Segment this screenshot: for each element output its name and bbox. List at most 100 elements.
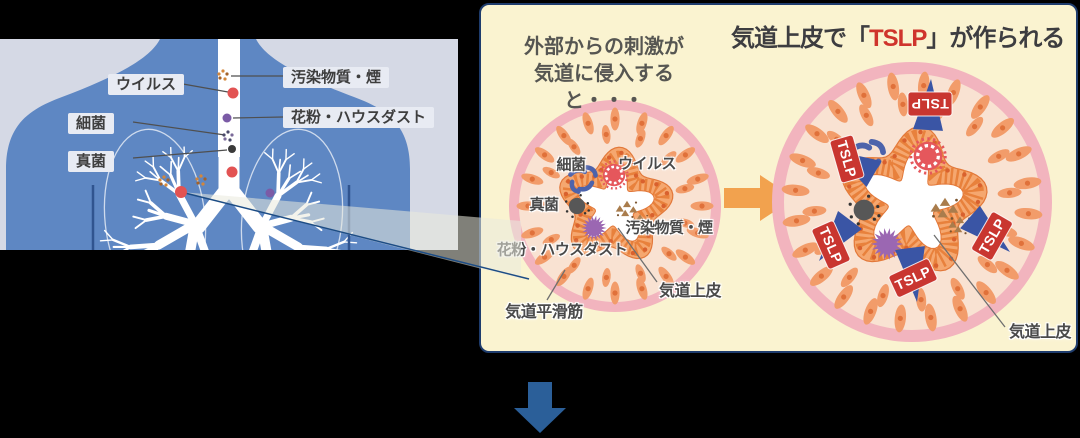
muscle-cell-icon	[602, 268, 611, 287]
muscle-cell-icon	[675, 218, 695, 228]
muscle-cell-icon	[924, 303, 937, 332]
virus-icon	[909, 137, 947, 175]
sc-fungus-label: 真菌	[529, 196, 559, 214]
bacteria-icon	[568, 165, 598, 194]
muscle-cell-icon	[897, 92, 909, 117]
lc-epithelium-label: 気道上皮	[1008, 324, 1072, 341]
muscle-cell-icon	[675, 184, 695, 194]
muscle-cell-icon	[533, 201, 553, 211]
tslp-tag: TSLP	[971, 211, 1013, 261]
pollen-label: 花粉・ハウスダスト	[283, 107, 435, 128]
pollutants-label: 汚染物質・煙	[283, 67, 390, 88]
muscle-cell-icon	[781, 184, 810, 197]
circle-label-lines	[546, 227, 1006, 328]
pathogens	[564, 160, 649, 241]
intro-line-1: 外部からの刺激が	[524, 36, 684, 58]
muscle-cell-icon	[658, 125, 674, 146]
muscle-cell-icon	[792, 242, 819, 258]
lung-illustration	[6, 39, 410, 250]
sc-epithelium-label: 気道上皮	[658, 283, 722, 300]
muscle-cell-icon	[521, 173, 544, 185]
muscle-cell-icon	[610, 107, 620, 131]
virus-label: ウイルス	[108, 74, 185, 95]
pollen-icon	[870, 228, 904, 260]
small-airway-circle	[509, 100, 721, 312]
intro-line-2: 気道に侵入すると・・・	[534, 63, 674, 112]
muscle-cell-icon	[661, 246, 677, 261]
muscle-cell-icon	[582, 112, 594, 135]
muscle-cell-icon	[802, 205, 827, 217]
muscle-cell-icon	[950, 277, 965, 300]
muscle-cell-icon	[635, 264, 646, 283]
sc-bacteria-label: 細菌	[556, 156, 586, 174]
airway-lumen	[863, 149, 964, 249]
muscle-cell-icon	[658, 266, 674, 287]
label-lines	[132, 75, 284, 159]
tslp-tag-text: TSLP	[911, 96, 949, 112]
muscle-cell-icon	[534, 147, 555, 163]
muscle-cell-icon	[1005, 146, 1032, 162]
muscle-cell-icon	[834, 285, 854, 309]
muscle-cell-icon	[840, 267, 858, 288]
pollutant-dot-icon	[158, 175, 170, 187]
intro-text: 外部からの刺激が 気道に侵入すると・・・	[495, 34, 713, 115]
pollutant-icon	[615, 200, 638, 219]
lung-illustration-panel: ウイルス 細菌 真菌 汚染物質・煙 花粉・ハウスダスト	[0, 39, 458, 250]
muscle-cell-icon	[542, 233, 560, 246]
muscle-cell-icon	[810, 266, 833, 286]
title-suffix: 」が作られる	[926, 25, 1065, 52]
muscle-cell-icon	[661, 151, 677, 166]
muscle-cell-icon	[977, 256, 998, 274]
muscle-cell-icon	[542, 166, 560, 179]
muscle-cell-icon	[610, 281, 620, 305]
tslp-tag: TSLP	[829, 134, 865, 184]
muscle-cell-icon	[877, 284, 889, 308]
muscle-cell-icon	[887, 72, 900, 101]
sc-pollen-label: 花粉・ハウスダスト	[496, 241, 628, 259]
down-arrow-icon	[514, 382, 566, 433]
pollen-dot-icon	[265, 188, 275, 198]
muscle-cell-icon	[601, 125, 611, 144]
muscle-cell-icon	[970, 95, 990, 119]
muscle-cell-icon	[686, 227, 709, 239]
muscle-cell-icon	[859, 104, 874, 127]
tslp-tag: TSLP	[907, 91, 953, 117]
muscle-cell-icon	[1014, 207, 1043, 220]
muscle-cell-icon	[991, 118, 1014, 138]
muscle-cell-icon	[995, 260, 1019, 280]
bacteria-dot-icon	[222, 130, 234, 142]
virus-icon	[599, 160, 629, 190]
title-prefix: 気道上皮で「	[731, 25, 870, 52]
muscle-cell-icon	[894, 304, 907, 333]
muscle-cell-icon	[976, 281, 996, 304]
sc-pollutants-label: 汚染物質・煙	[625, 219, 713, 237]
pollutant-dot-icon	[217, 69, 229, 81]
muscle-cell-icon	[1008, 236, 1035, 251]
virus-dot-icon	[175, 186, 187, 198]
muscle-cell-icon	[690, 201, 714, 211]
muscle-cell-icon	[915, 287, 927, 312]
muscle-cell-icon	[952, 295, 968, 322]
muscle-cell-icon	[675, 147, 696, 163]
pollen-dot-icon	[222, 113, 232, 123]
down-arrow-shape	[514, 382, 566, 433]
bacteria-label: 細菌	[68, 113, 115, 134]
muscle-cell-icon	[582, 277, 594, 300]
fungus-icon	[564, 193, 590, 219]
fungus-label: 真菌	[68, 151, 115, 172]
muscle-cell-icon	[805, 124, 829, 144]
muscle-cell-icon	[987, 149, 1010, 164]
sc-virus-label: ウイルス	[617, 155, 677, 173]
muscle-cell-icon	[567, 138, 581, 155]
pollutant-icon	[930, 197, 959, 220]
muscle-cell-icon	[863, 298, 878, 325]
muscle-cell-icon	[567, 257, 581, 274]
pollutant-icon	[631, 214, 649, 229]
muscle-cell-icon	[636, 112, 648, 135]
panel-title: 気道上皮で「TSLP」が作られる	[731, 18, 1071, 53]
muscle-cell-icon	[806, 167, 830, 179]
muscle-cell-icon	[828, 100, 848, 123]
muscle-cell-icon	[782, 214, 811, 227]
